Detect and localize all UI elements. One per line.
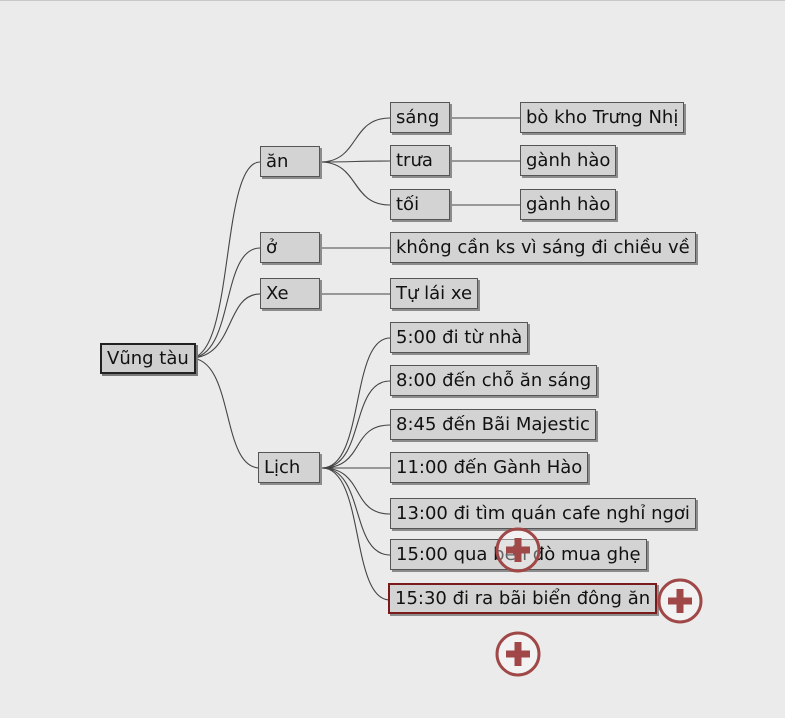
node-xe[interactable]: Xe <box>260 278 320 309</box>
schedule-item-selected[interactable]: 15:30 đi ra bãi biển đông ăn <box>388 583 658 614</box>
node-sang-detail[interactable]: bò kho Trưng Nhị <box>520 102 685 133</box>
link-root-an <box>189 161 261 359</box>
schedule-item[interactable]: 11:00 đến Gành Hào <box>390 452 589 483</box>
link-lich-s1 <box>321 380 391 469</box>
window-top-border <box>0 0 785 1</box>
link-lich-s5 <box>321 467 391 556</box>
link-an-sang <box>319 117 391 163</box>
link-an-toi <box>319 161 391 206</box>
add-child-icon[interactable] <box>656 577 704 625</box>
link-lich-s6 <box>321 467 391 601</box>
add-below-icon[interactable] <box>494 630 542 678</box>
schedule-item[interactable]: 15:00 qua bến đò mua ghẹ <box>390 539 647 570</box>
schedule-item[interactable]: 8:45 đến Bãi Majestic <box>390 409 596 440</box>
node-toi[interactable]: tối <box>390 189 450 220</box>
link-root-lich <box>189 357 261 469</box>
schedule-item[interactable]: 5:00 đi từ nhà <box>390 322 529 353</box>
node-o[interactable]: ở <box>260 232 320 263</box>
link-root-o <box>189 247 261 359</box>
schedule-item[interactable]: 8:00 đến chỗ ăn sáng <box>390 365 598 396</box>
link-root-xe <box>189 293 261 359</box>
schedule-item[interactable]: 13:00 đi tìm quán cafe nghỉ ngơi <box>390 498 696 529</box>
node-trua-detail[interactable]: gành hào <box>520 145 617 176</box>
node-o-detail[interactable]: không cần ks vì sáng đi chiều về <box>390 232 696 263</box>
node-trua[interactable]: trưa <box>390 145 450 176</box>
link-lich-s0 <box>321 337 391 469</box>
add-sibling-icon[interactable] <box>494 526 542 574</box>
node-sang[interactable]: sáng <box>390 102 450 133</box>
node-lich[interactable]: Lịch <box>258 452 320 483</box>
node-an[interactable]: ăn <box>260 146 320 177</box>
link-lich-s2 <box>321 424 391 469</box>
node-toi-detail[interactable]: gành hào <box>520 189 617 220</box>
node-xe-detail[interactable]: Tự lái xe <box>390 278 479 309</box>
link-an-trua <box>319 160 391 163</box>
root-node[interactable]: Vũng tàu <box>100 343 196 374</box>
link-lich-s4 <box>321 467 391 515</box>
